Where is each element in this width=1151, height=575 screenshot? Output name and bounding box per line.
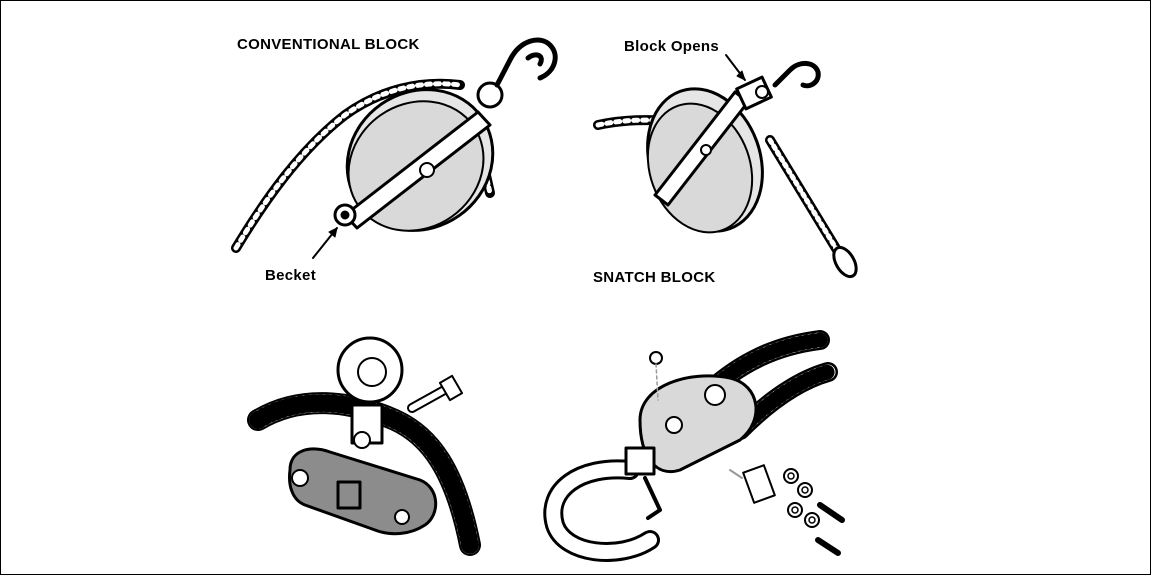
- snatch-block-drawing: [598, 55, 861, 280]
- conventional-block-drawing: [236, 40, 555, 259]
- conventional-hook: [497, 40, 555, 85]
- loose-bolt-icon: [412, 376, 462, 408]
- becket-label: Becket: [265, 267, 316, 284]
- snatch-block-title: SNATCH BLOCK: [593, 269, 715, 286]
- hook-block-drawing: [553, 340, 842, 553]
- loose-parts-icon: [730, 465, 842, 553]
- conventional-block-title: CONVENTIONAL BLOCK: [237, 36, 420, 53]
- clevis-block-drawing: [258, 338, 470, 545]
- grey-side-plate: [290, 449, 436, 534]
- block-opens-label: Block Opens: [624, 38, 719, 55]
- snatch-hook: [775, 63, 818, 85]
